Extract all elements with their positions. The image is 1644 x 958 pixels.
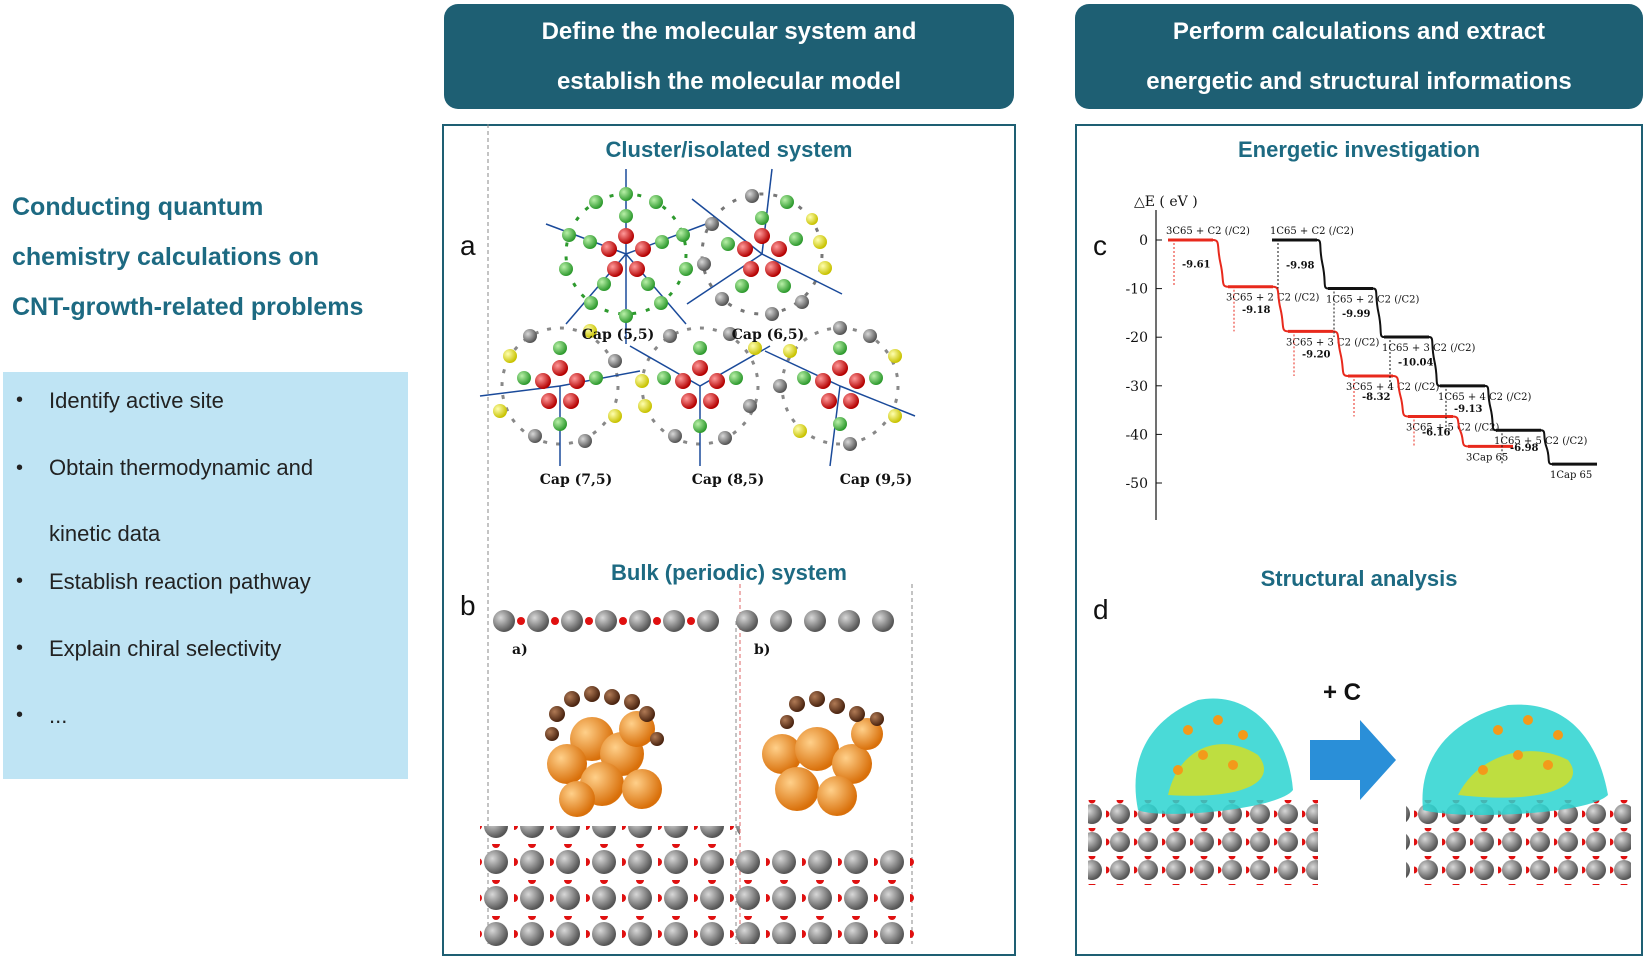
cap-label: Cap (8,5) [692,472,764,488]
transition-curve [1452,415,1469,448]
step-energy-label: -6.98 [1510,443,1539,454]
state-label: 3C65 + 5 C2 (/C2) [1406,422,1499,433]
bulk-structure-b [736,584,916,944]
cap-7-5-molecule [479,324,641,466]
bullet-item: Explain chiral selectivity [3,632,408,665]
y-tick-label: -20 [1125,330,1148,346]
y-tick-label: -10 [1125,282,1148,298]
step-energy-label: -9.13 [1454,404,1483,415]
transition-curve [1372,287,1385,339]
step-energy-label: -9.98 [1286,260,1315,271]
state-label: 1C65 + C2 (/C2) [1270,226,1354,237]
state-label: 1C65 + 4 C2 (/C2) [1438,392,1531,403]
left-title-line: CNT-growth-related problems [12,293,364,321]
structural-illustration: + C [1088,679,1631,885]
step-energy-label: -10.04 [1398,357,1434,368]
left-title-line: Conducting quantum [12,193,264,221]
arrow-right-icon [1310,720,1396,800]
cap-6-5-molecule [686,168,843,321]
transition-curve [1212,239,1229,288]
panel-letter-a: a [460,230,476,261]
state-label: 1C65 + 2 C2 (/C2) [1326,295,1419,306]
state-label: 1Cap 65 [1550,470,1592,481]
y-tick-label: -40 [1125,427,1148,443]
cap-9-5-molecule [764,321,916,467]
state-label: 1C65 + 3 C2 (/C2) [1382,343,1475,354]
panel-letter-b: b [460,590,476,621]
energy-diagram: △E ( eV ) 0 -10 -20 -30 -40 -50 3C65 + C2 (/C… [1125,194,1597,520]
sub-label-a: a) [512,642,528,658]
energetic-title: Energetic investigation [1237,137,1481,162]
y-tick-label: -30 [1125,379,1148,395]
cluster-title: Cluster/isolated system [605,137,853,162]
transition-curve [1428,336,1441,387]
transition-curve [1316,239,1329,290]
cap-5-5-molecule [545,169,707,344]
step-energy-label: -9.99 [1342,309,1371,320]
header-line: Define the molecular system and [541,17,917,45]
state-label: 1C65 + 5 C2 (/C2) [1494,436,1587,447]
transition-curve [1392,375,1409,418]
header-perform-calculations: Perform calculations and extract energet… [1075,4,1643,109]
bulk-structure-a [480,124,740,946]
transition-curve [1540,429,1553,466]
bulk-title: Bulk (periodic) system [611,560,847,585]
cap-8-5-molecule [629,326,771,466]
y-tick-label: -50 [1125,476,1148,492]
y-tick-label: 0 [1139,233,1148,249]
cap-label: Cap (5,5) [582,327,654,343]
step-energy-label: -6.16 [1422,427,1451,438]
state-label: 3C65 + C2 (/C2) [1166,226,1250,237]
model-illustrations: Cap (5,5) Cap (6,5) Cap (7,5) Cap (8,5) … [479,124,916,946]
bullet-box: Identify active site Obtain thermodynami… [3,372,408,779]
step-energy-label: -9.61 [1182,259,1211,270]
metal-cluster-a [545,686,664,817]
step-energy-label: -9.20 [1302,350,1331,361]
model-panel [442,124,1016,956]
state-label: 3Cap 65 [1466,452,1508,463]
state-label: 3C65 + 4 C2 (/C2) [1346,382,1439,393]
cap-label: Cap (7,5) [540,472,612,488]
left-title-line: chemistry calculations on [12,243,320,271]
transition-curve [1272,285,1289,333]
bullet-item: ... [3,699,408,732]
header-define-model: Define the molecular system and establis… [444,4,1014,109]
metal-cluster-b [762,691,884,816]
cap-label: Cap (6,5) [732,327,804,343]
plus-c-label: + C [1323,679,1361,706]
y-axis-label: △E ( eV ) [1134,194,1198,210]
header-line: Perform calculations and extract [1172,17,1546,45]
transition-curve [1484,384,1497,432]
step-energy-label: -8.32 [1362,392,1391,403]
bullet-item: Establish reaction pathway [3,565,408,598]
transition-curve [1332,330,1349,378]
bullet-item: Identify active site [3,384,408,417]
sub-label-b: b) [754,642,770,658]
state-label: 3C65 + 2 C2 (/C2) [1226,293,1319,304]
surface-before [1088,698,1318,885]
header-line: energetic and structural informations [1146,67,1572,95]
surface-after [1406,704,1631,885]
header-line: establish the molecular model [556,67,902,95]
bullet-item: Obtain thermodynamic and kinetic data [3,435,379,567]
left-title: Conducting quantum chemistry calculation… [12,182,412,332]
panel-letter-d: d [1093,594,1109,625]
structural-title: Structural analysis [1260,566,1458,591]
state-label: 3C65 + 3 C2 (/C2) [1286,337,1379,348]
cap-label: Cap (9,5) [840,472,912,488]
panel-letter-c: c [1093,230,1107,261]
step-energy-label: -9.18 [1242,305,1271,316]
